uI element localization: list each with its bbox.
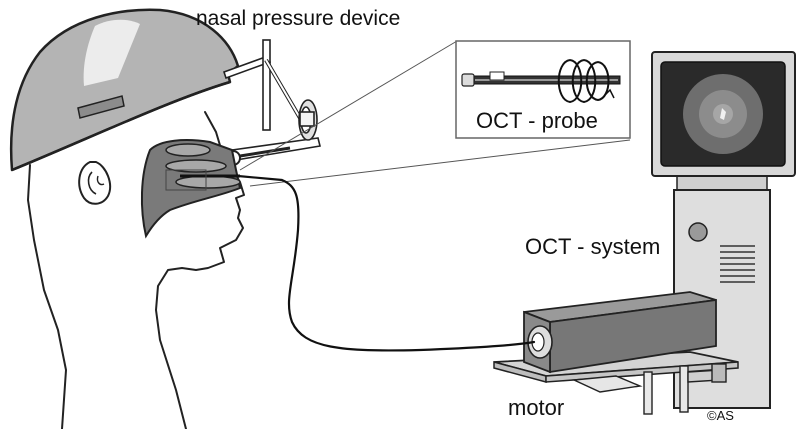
fiber-cable	[236, 174, 536, 352]
copyright-mark: ©AS	[707, 408, 734, 423]
oct-probe-inset	[455, 40, 631, 139]
power-button	[688, 222, 708, 242]
ear	[78, 161, 112, 205]
label-oct-probe: OCT - probe	[476, 108, 598, 133]
nasal-pressure-device	[222, 39, 321, 166]
zoom-lines	[239, 40, 631, 187]
monitor	[651, 51, 796, 177]
vent-grille	[720, 245, 755, 283]
helmet	[9, 8, 240, 172]
motor-table	[493, 351, 739, 415]
turbinate-lower	[175, 175, 241, 189]
nasal-cavity	[140, 139, 242, 239]
turbinate-upper	[165, 143, 211, 157]
turbinate-middle	[165, 159, 227, 173]
label-motor: motor	[508, 395, 565, 420]
label-nasal-pressure-device: nasal pressure device	[196, 7, 401, 30]
label-oct-system: OCT - system	[525, 234, 661, 259]
motor	[523, 291, 717, 374]
